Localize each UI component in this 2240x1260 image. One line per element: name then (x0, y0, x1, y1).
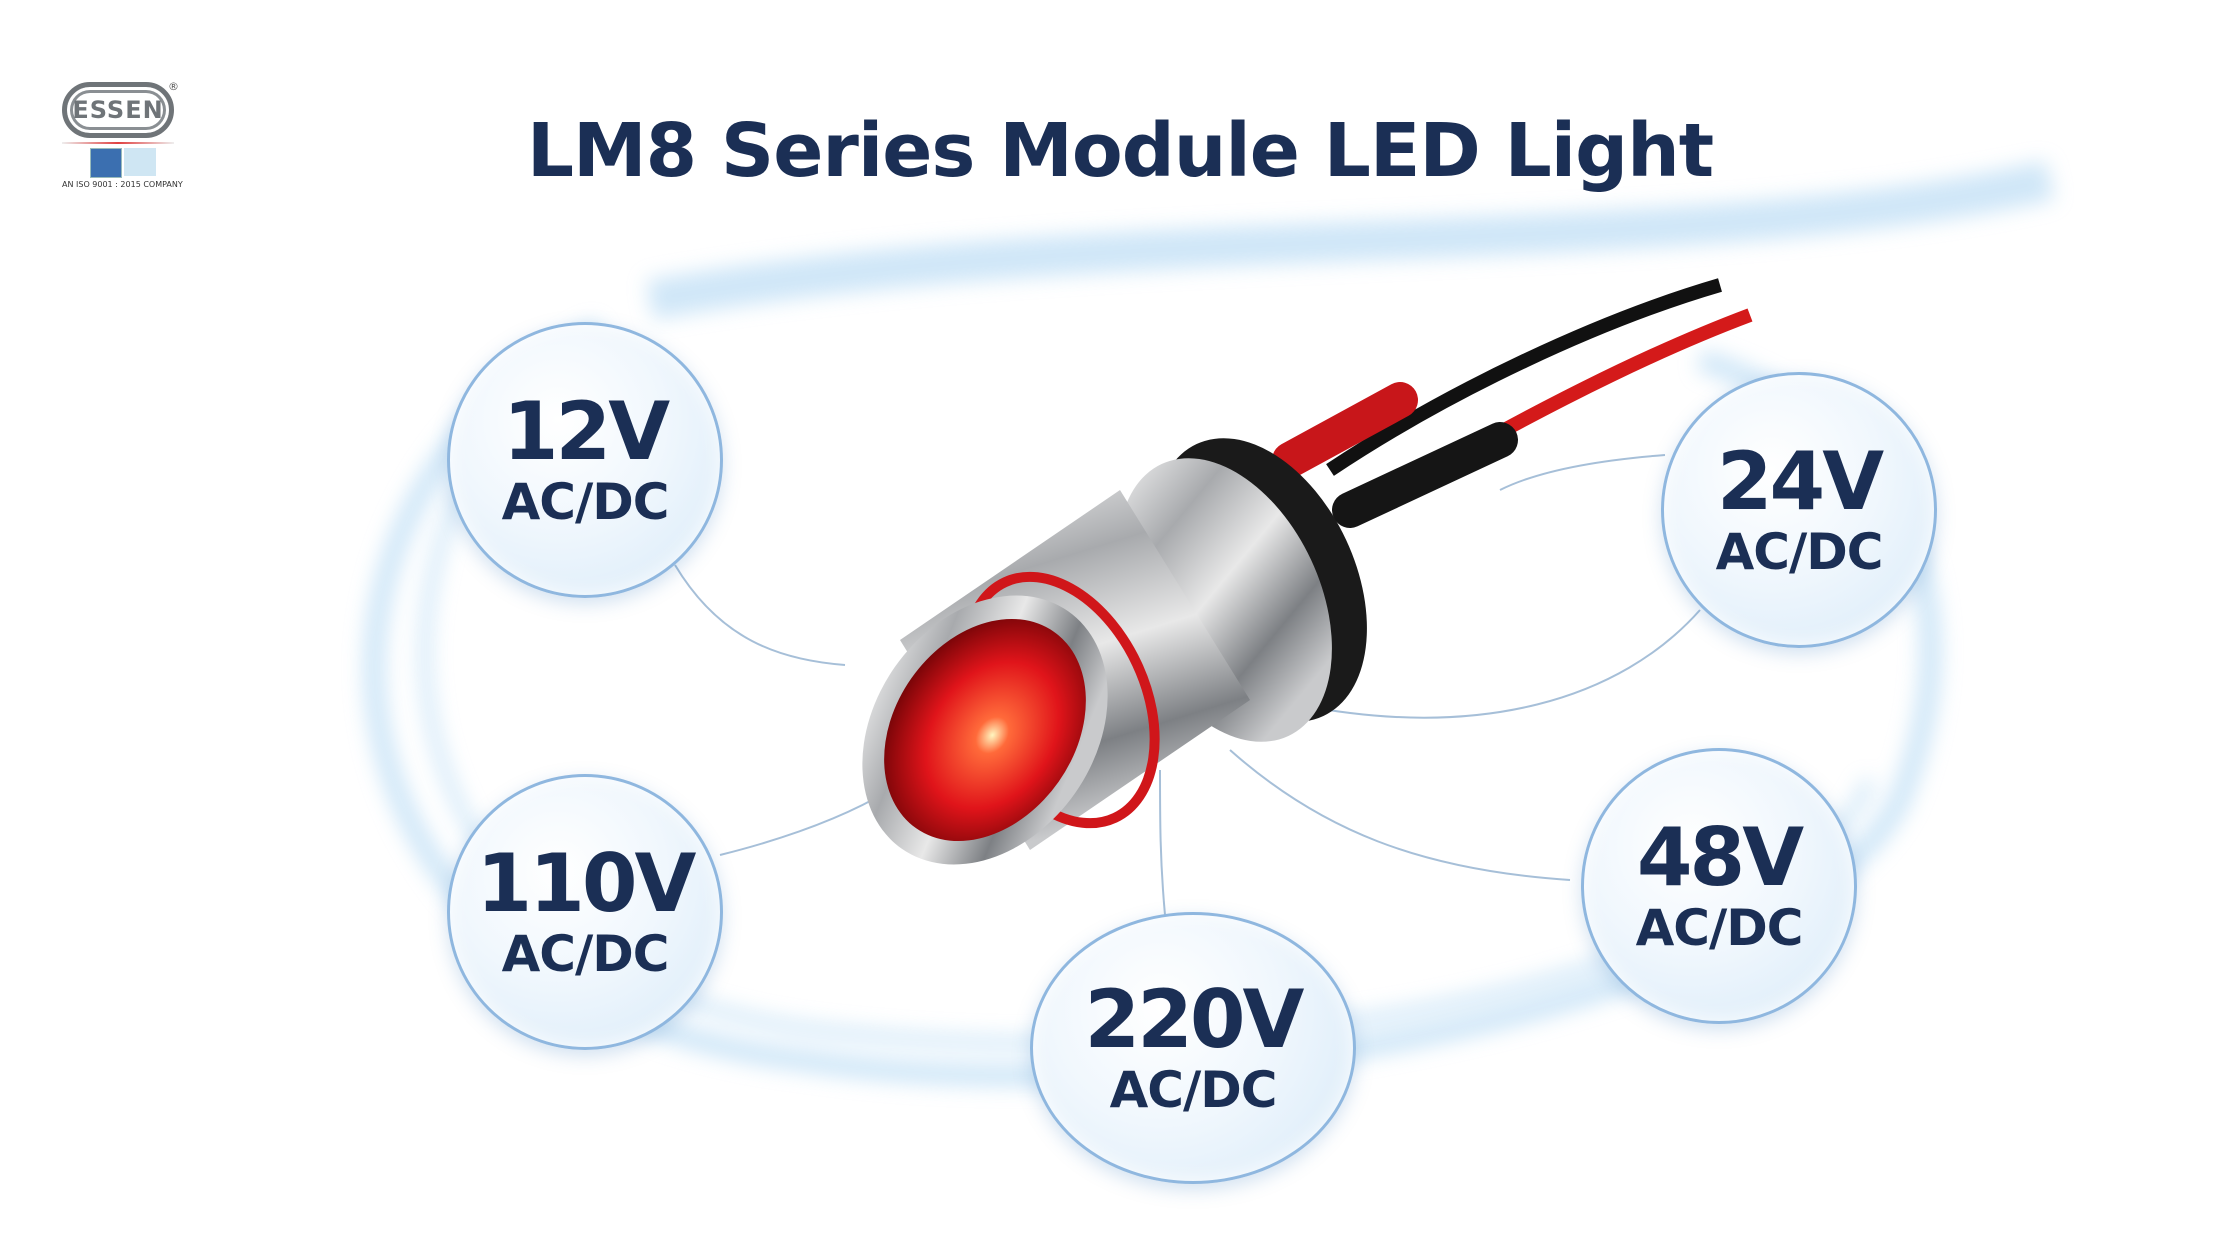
iso-tagline: AN ISO 9001 : 2015 COMPANY (62, 180, 183, 189)
iso-cert-icon (124, 148, 156, 176)
page-title: LM8 Series Module LED Light (526, 108, 1714, 194)
voltage-badge-220v: 220V AC/DC (1030, 912, 1356, 1184)
logo-mark: ESSEN (62, 82, 174, 138)
logo-brand: ESSEN (72, 96, 164, 124)
voltage-badge-24v: 24V AC/DC (1661, 372, 1937, 648)
voltage-type: AC/DC (501, 473, 670, 531)
registered-mark: ® (168, 80, 179, 93)
tuv-cert-icon (90, 148, 122, 178)
voltage-badge-12v: 12V AC/DC (447, 322, 723, 598)
voltage-value: 12V (502, 385, 670, 478)
essen-logo: ESSEN ® AN ISO 9001 : 2015 COMPANY (62, 80, 187, 189)
certification-badges (90, 148, 187, 178)
voltage-value: 220V (1084, 973, 1305, 1066)
voltage-badge-48v: 48V AC/DC (1581, 748, 1857, 1024)
voltage-type: AC/DC (1715, 523, 1884, 581)
logo-divider (62, 142, 174, 144)
voltage-badge-110v: 110V AC/DC (447, 774, 723, 1050)
voltage-type: AC/DC (501, 925, 670, 983)
voltage-value: 110V (476, 837, 697, 930)
voltage-value: 48V (1636, 811, 1804, 904)
voltage-type: AC/DC (1635, 899, 1804, 957)
voltage-value: 24V (1716, 435, 1884, 528)
voltage-type: AC/DC (1109, 1061, 1278, 1119)
